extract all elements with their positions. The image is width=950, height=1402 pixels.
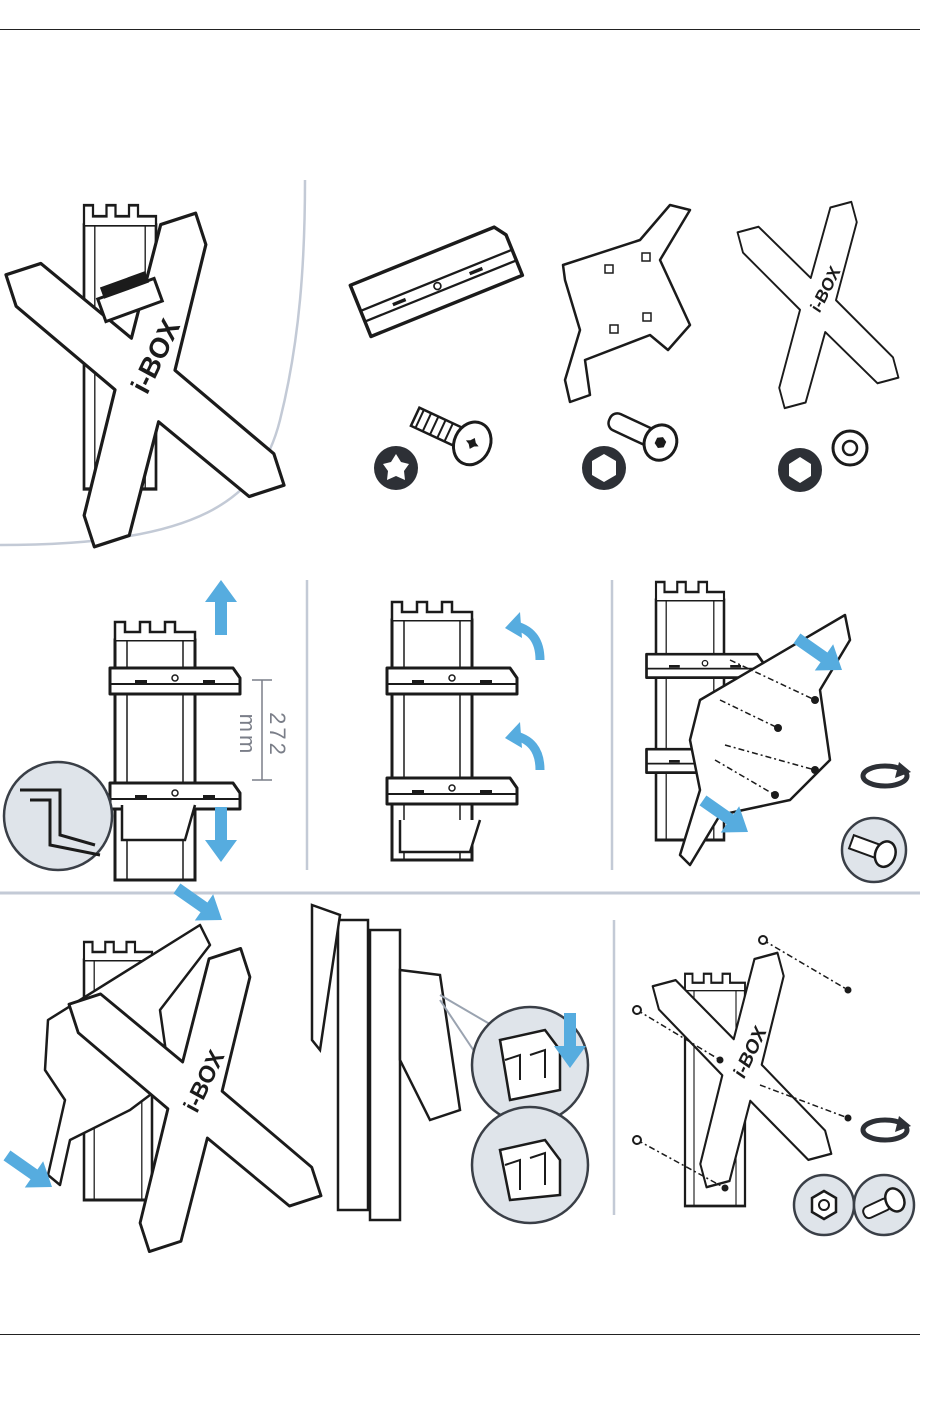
detail-magnifier-top: [472, 1007, 588, 1123]
rotate-clockwise-icon-2: [863, 1116, 911, 1140]
hex-nut-icon: [778, 448, 822, 492]
hex-nut-badge: [794, 1175, 854, 1235]
part-hex-nut: [833, 431, 867, 465]
panel-secure-x-plate: i-BOX: [633, 936, 914, 1235]
rail-right: [370, 930, 400, 1220]
panel-mount-x-plate: i-BOX: [0, 875, 321, 1251]
panel-parts: i-BOX: [350, 202, 898, 492]
arrow-up: [205, 580, 237, 635]
panel-hook-onto-rail: [312, 905, 588, 1223]
arrow-down: [205, 807, 237, 862]
part-torx-screw: [406, 397, 498, 471]
part-vesa-plate: [563, 205, 690, 402]
hex-bolt-badge: [854, 1175, 914, 1235]
part-x-plate: i-BOX: [738, 202, 899, 408]
dimension-label: 272 mm: [262, 690, 292, 780]
torx-drive-icon: [374, 446, 418, 490]
panel-attach-vesa-plate: [647, 582, 912, 882]
rail-left: [338, 920, 368, 1210]
panel-overview: i-BOX: [0, 180, 305, 547]
rotate-clockwise-icon: [863, 762, 911, 786]
magnifier-detail: [4, 762, 112, 870]
panel-tilt-brackets: [387, 602, 540, 860]
hex-bolt-icon: [582, 446, 626, 490]
detail-magnifier-bottom: [472, 1107, 588, 1223]
part-bracket: [350, 224, 522, 336]
torx-screw-badge: [842, 818, 906, 882]
